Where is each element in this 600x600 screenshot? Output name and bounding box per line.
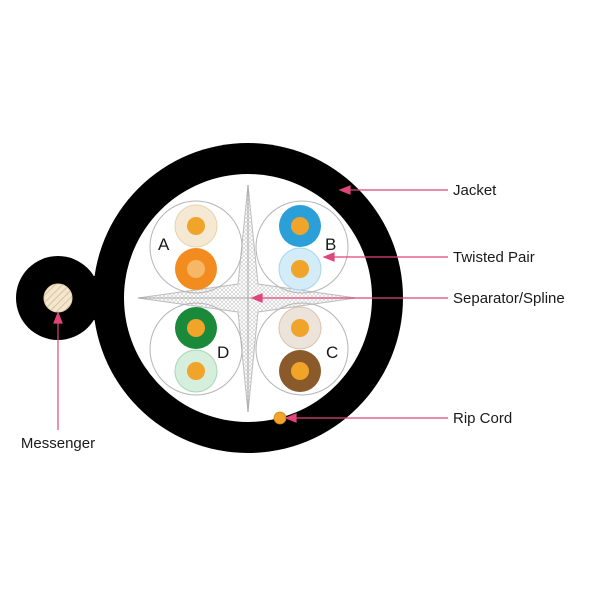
pair-a-wire-stripe-core [187, 217, 205, 235]
callout-arrow-rip-cord [284, 413, 297, 423]
pair-c-wire-stripe-core [291, 319, 309, 337]
pair-label-c: C [326, 343, 338, 362]
pair-a-wire-solid-core [187, 260, 205, 278]
label-jacket: Jacket [453, 182, 497, 199]
label-messenger: Messenger [21, 435, 95, 452]
pair-d-wire-stripe-core [187, 362, 205, 380]
pair-c-wire-solid-core [291, 362, 309, 380]
label-twisted-pair: Twisted Pair [453, 249, 535, 266]
twisted-pair-d: D [149, 302, 243, 396]
pair-outline-c [255, 302, 349, 396]
pair-label-b: B [325, 235, 336, 254]
callouts [53, 185, 448, 430]
callout-arrow-messenger [53, 311, 63, 324]
callout-arrow-separator [250, 293, 263, 303]
pair-b-wire-solid-core [291, 217, 309, 235]
label-rip-cord: Rip Cord [453, 410, 512, 427]
pair-outline-d [149, 302, 243, 396]
pair-label-a: A [158, 235, 170, 254]
pair-b-wire-stripe-core [291, 260, 309, 278]
label-separator: Separator/Spline [453, 290, 565, 307]
pair-label-d: D [217, 343, 229, 362]
callout-arrow-jacket [338, 185, 351, 195]
twisted-pair-a: A [149, 200, 243, 294]
pair-outline-a [149, 200, 243, 294]
rip-cord [273, 411, 287, 425]
twisted-pair-b: B [255, 200, 349, 294]
pair-d-wire-solid-core [187, 319, 205, 337]
pair-outline-b [255, 200, 349, 294]
twisted-pair-c: C [255, 302, 349, 396]
messenger-core-hatch [44, 284, 72, 312]
callout-arrow-twisted-pair [322, 252, 335, 262]
